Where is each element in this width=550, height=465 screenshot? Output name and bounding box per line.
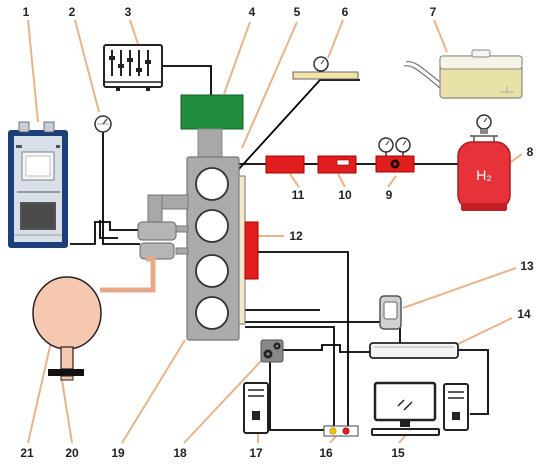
- number-labels: 1 2 3 4 5 6 7 8 9 10 11 12 13 14 15 16 1…: [20, 5, 534, 460]
- label-21: 21: [20, 446, 34, 460]
- pressure-gauge-2: [94, 115, 112, 133]
- label-6: 6: [342, 5, 349, 19]
- label-20: 20: [65, 446, 79, 460]
- label-5: 5: [294, 5, 301, 19]
- gear-controller-18: [260, 339, 284, 363]
- mass-flow-controller-10: [317, 155, 357, 174]
- pressure-regulator-9: [375, 137, 415, 173]
- label-4: 4: [249, 5, 256, 19]
- hydrogen-cylinder: [457, 114, 511, 211]
- label-2: 2: [69, 5, 76, 19]
- label-1: 1: [23, 5, 30, 19]
- callout-lines: [27, 19, 523, 444]
- intake-manifold: [137, 194, 189, 260]
- label-14: 14: [517, 307, 531, 321]
- flow-meter-20: [48, 369, 84, 381]
- computer-workstation: [371, 381, 469, 436]
- label-16: 16: [319, 446, 333, 460]
- label-15: 15: [391, 446, 405, 460]
- pc-tower-17: [243, 382, 269, 434]
- flame-arrester-11: [265, 155, 305, 174]
- label-18: 18: [173, 446, 187, 460]
- label-7: 7: [430, 5, 437, 19]
- daq-16: [323, 425, 359, 437]
- environment-chamber: [8, 121, 68, 248]
- label-8: 8: [527, 145, 534, 159]
- wiring: [70, 65, 489, 431]
- engine: [180, 94, 244, 341]
- label-3: 3: [125, 5, 132, 19]
- hydrogen-cylinder-label: H₂: [476, 167, 492, 183]
- sensor-12: [244, 221, 259, 280]
- sensor-13: [379, 295, 402, 330]
- fuel-scale: [292, 56, 359, 80]
- label-19: 19: [111, 446, 125, 460]
- fuel-tank: [403, 49, 523, 99]
- label-9: 9: [386, 188, 393, 202]
- label-17: 17: [249, 446, 263, 460]
- label-13: 13: [520, 259, 534, 273]
- amplifier-14: [369, 342, 459, 359]
- label-11: 11: [292, 188, 305, 202]
- intake-air-balloon: [32, 256, 156, 370]
- label-10: 10: [338, 188, 352, 202]
- engine-controller: [103, 44, 163, 91]
- label-12: 12: [289, 229, 303, 243]
- sensor-strip: [238, 175, 246, 325]
